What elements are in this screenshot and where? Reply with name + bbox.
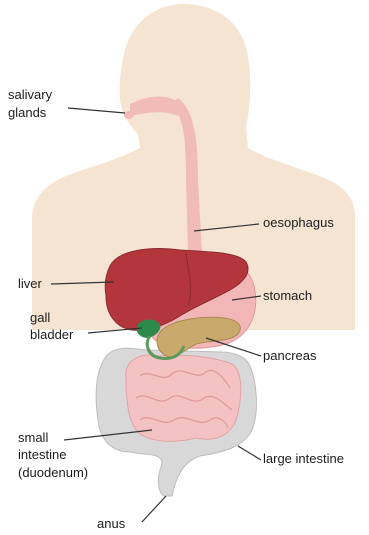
label-salivary: salivary [8,86,52,103]
leader-salivary [68,108,125,113]
label-bladder: bladder [30,326,73,343]
label-anus: anus [97,515,125,532]
label-glands: glands [8,104,46,121]
label-intestine: intestine [18,446,66,463]
label-pancreas: pancreas [263,347,316,364]
label-small: small [18,429,48,446]
leader-anus [142,496,166,522]
label-gall: gall [30,309,50,326]
label-stomach: stomach [263,287,312,304]
label-liver: liver [18,275,42,292]
salivary-gland-shape [124,111,134,119]
small-intestine-shape [126,355,241,441]
leader-large-intestine [238,446,261,460]
label-large-intestine: large intestine [263,450,344,467]
label-duodenum: (duodenum) [18,464,88,481]
label-oesophagus: oesophagus [263,214,334,231]
